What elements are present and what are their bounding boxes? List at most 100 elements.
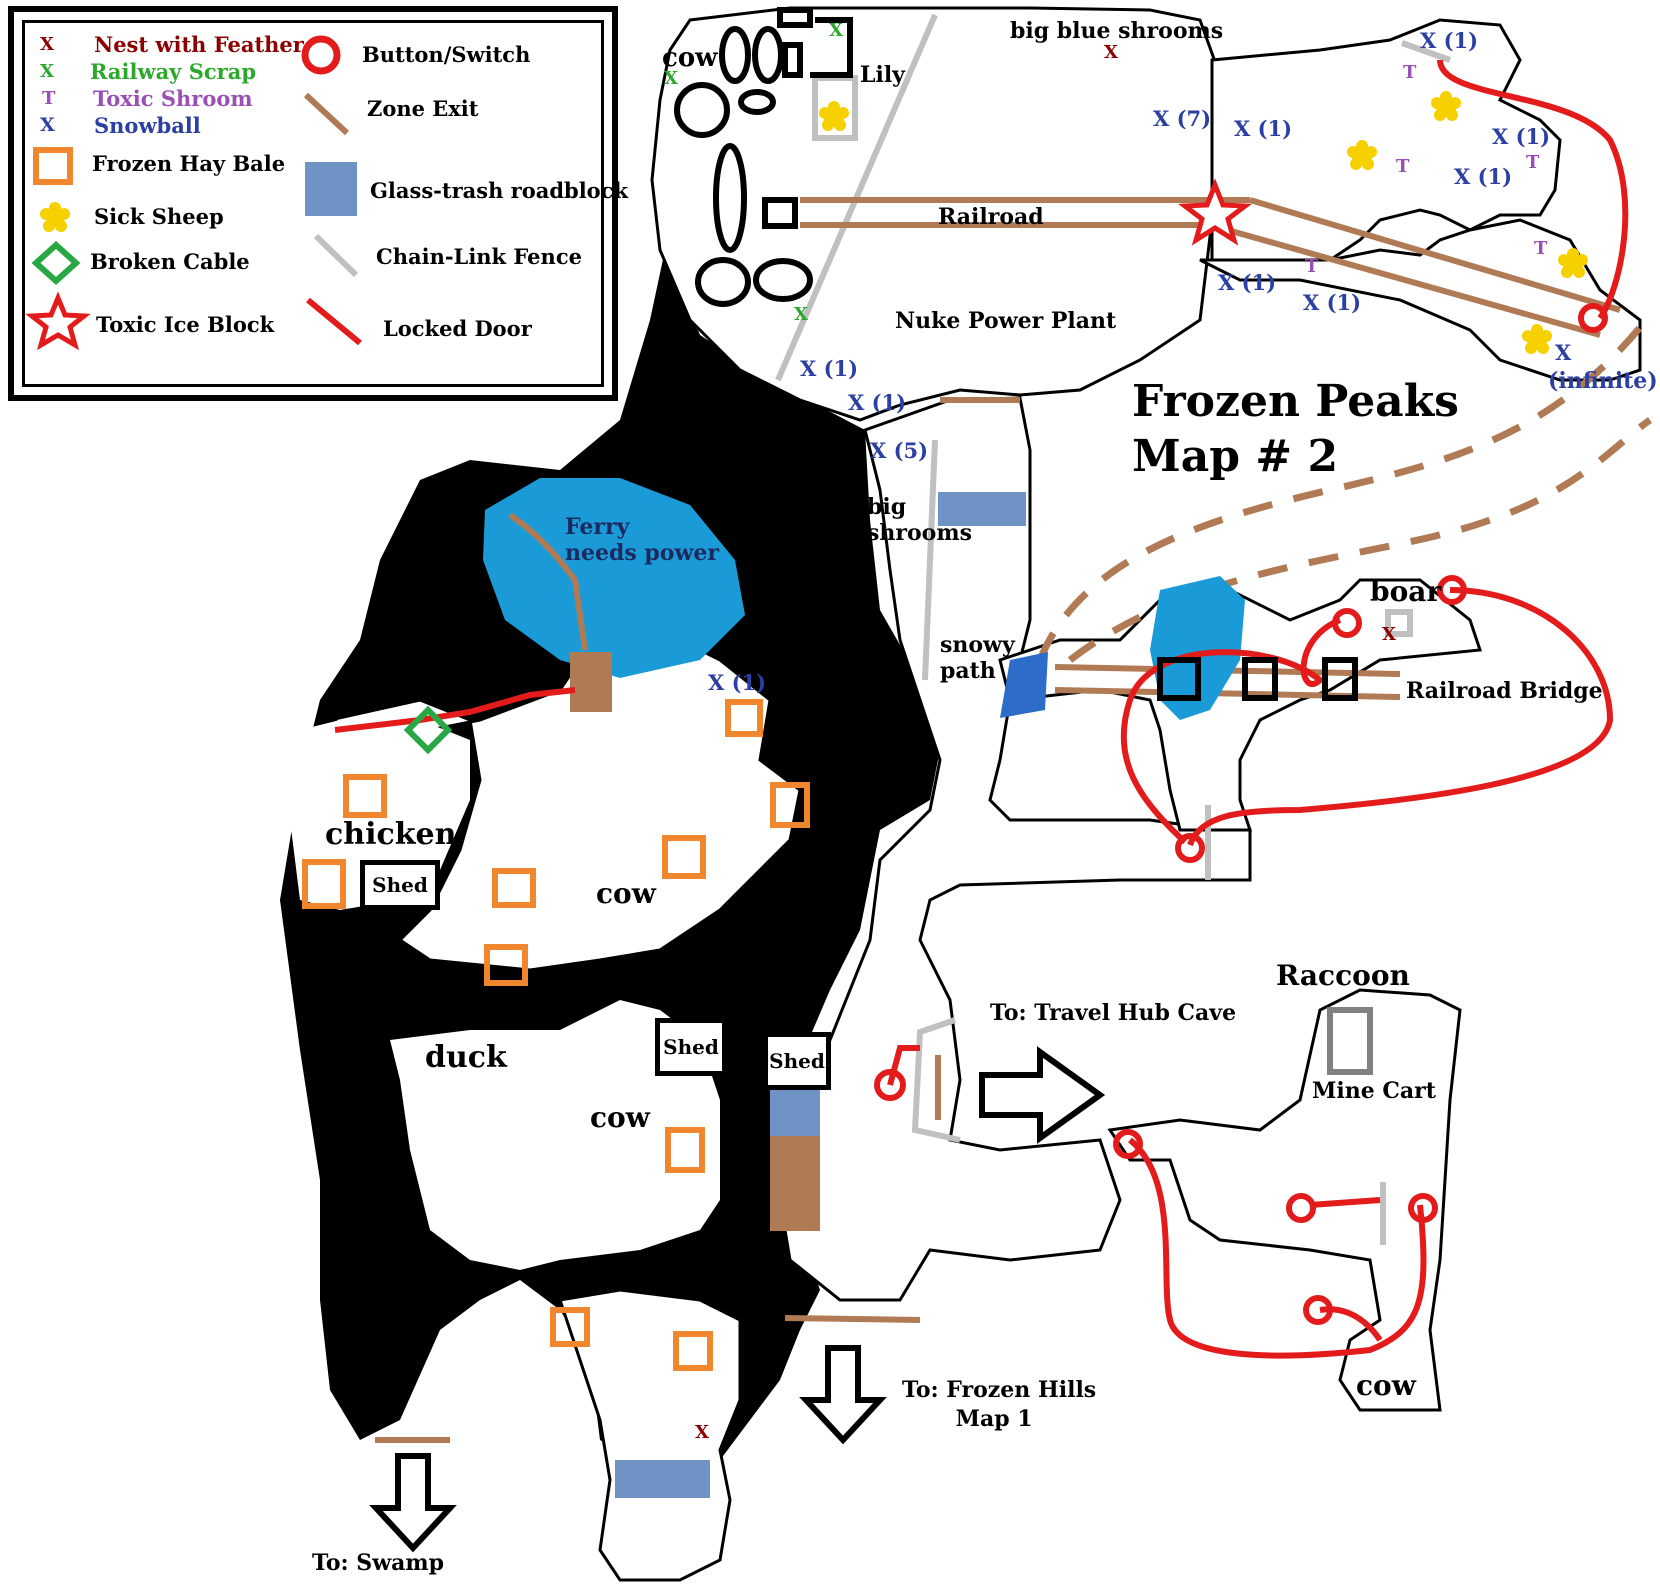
duck-area — [390, 1000, 720, 1270]
bldg-1 — [777, 7, 813, 28]
legend-exit-icon — [303, 92, 350, 136]
button-bridge-south — [1175, 833, 1205, 863]
legend-fence-icon — [313, 233, 359, 278]
door-raccoon-loop — [1128, 1137, 1427, 1359]
roadblock-snowy-path — [1000, 652, 1048, 718]
label-nuke-plant: Nuke Power Plant — [895, 308, 1117, 334]
roadblocks — [615, 492, 1048, 1498]
button-travel-hub — [874, 1069, 906, 1101]
buttons — [874, 303, 1608, 1325]
snowball-x1-d: X (1) — [1454, 164, 1513, 189]
raccoon-zone — [1107, 988, 1462, 1412]
dashed-bridge-path — [1036, 312, 1653, 662]
legend-sheep-icon — [40, 202, 70, 232]
roadblock-corridor — [938, 492, 1026, 526]
snowball-x1-f: X (1) — [1303, 290, 1362, 315]
ferry-lake — [483, 478, 745, 678]
tank-3 — [674, 82, 730, 138]
label-to-frozen-hills: To: Frozen Hills Map 1 — [902, 1377, 1097, 1432]
legend — [8, 6, 618, 401]
fence-north-east — [1400, 40, 1452, 63]
legend-shroom-label: Toxic Shroom — [93, 86, 253, 111]
button-north-east — [1578, 303, 1608, 333]
label-cow-top: cow — [662, 43, 718, 73]
door-raccoon-switch — [1309, 1197, 1381, 1208]
fence-corridor — [922, 439, 938, 681]
label-cow-bottom-right: cow — [1356, 1369, 1416, 1402]
button-raccoon-east — [1408, 1193, 1438, 1223]
hay-9 — [550, 1307, 590, 1347]
legend-scrap-label: Railway Scrap — [90, 59, 257, 84]
tank-1 — [719, 26, 751, 84]
door-bridge-loop — [1120, 617, 1342, 845]
door-ferry-cable — [334, 687, 576, 733]
exit-arrows — [369, 1046, 1106, 1553]
label-snowy-path: snowy path — [940, 632, 1015, 685]
shroom-3: T — [1526, 152, 1540, 173]
shed-east: Shed — [763, 1032, 831, 1090]
scrap-lily: X — [829, 20, 843, 41]
label-big-shrooms: big shrooms — [867, 494, 972, 547]
scrap-west: X — [664, 68, 678, 89]
legend-cable-label: Broken Cable — [90, 249, 250, 274]
bldg-railroad-end — [762, 197, 798, 229]
button-boar-left — [1332, 608, 1362, 638]
toxic-ice-star — [1178, 178, 1252, 246]
legend-door-label: Locked Door — [383, 316, 532, 341]
label-to-travel-hub: To: Travel Hub Cave — [990, 1000, 1237, 1026]
legend-door-icon — [306, 297, 362, 346]
arrow-frozen-hills — [799, 1345, 887, 1445]
nuke-plant-area — [650, 6, 1220, 422]
arrow-swamp — [369, 1453, 457, 1553]
nest-south: X — [695, 1422, 709, 1443]
roadblock-south — [615, 1460, 710, 1498]
legend-ice-label: Toxic Ice Block — [96, 312, 275, 337]
mine-cart-box — [1327, 1007, 1373, 1075]
snowball-x1-g: X (1) — [800, 356, 859, 381]
shed-center: Shed — [655, 1018, 727, 1076]
label-railroad-bridge: Railroad Bridge — [1406, 678, 1603, 704]
snowball-x1-i: X (1) — [708, 670, 767, 695]
hay-3 — [492, 868, 536, 908]
snowball-x5: X (5) — [870, 438, 929, 463]
label-lily: Lily — [860, 62, 905, 88]
legend-snowball-mark: X — [40, 114, 55, 136]
sheep-ne-2 — [1347, 140, 1377, 170]
button-raccoon-mid — [1286, 1193, 1316, 1223]
arrow-travel-hub — [979, 1046, 1106, 1144]
tank-2 — [752, 26, 784, 84]
snowball-x1-a: X (1) — [1234, 116, 1293, 141]
snowball-x1-b: X (1) — [1420, 28, 1479, 53]
legend-inner-border — [22, 20, 604, 387]
button-raccoon-south — [1303, 1295, 1333, 1325]
hay-4 — [484, 944, 528, 986]
label-to-swamp: To: Swamp — [312, 1550, 445, 1576]
label-mine-cart: Mine Cart — [1312, 1078, 1436, 1104]
shed-chicken: Shed — [360, 860, 440, 910]
legend-scrap-mark: X — [40, 61, 54, 82]
snowball-x1-c: X (1) — [1492, 124, 1551, 149]
legend-hay-icon — [33, 147, 73, 185]
ferry-dock — [570, 652, 612, 712]
label-big-blue-shrooms: big blue shrooms — [1010, 18, 1224, 44]
legend-button-label: Button/Switch — [362, 42, 531, 67]
nest-big-blue-shrooms: X — [1104, 42, 1118, 63]
hay-5 — [725, 699, 763, 737]
map-title-line1: Frozen Peaks — [1132, 376, 1459, 427]
north-east-annex — [1210, 18, 1562, 272]
map-title-line2: Map # 2 — [1132, 431, 1339, 482]
sick-sheep — [819, 91, 1588, 354]
legend-button-icon — [301, 35, 341, 75]
door-boar-loop — [1187, 587, 1614, 847]
shroom-2: T — [1396, 156, 1410, 177]
label-ferry: Ferry needs power — [565, 514, 719, 567]
bridge-pillar-2 — [1242, 657, 1278, 701]
sheep-ne-3 — [1558, 248, 1588, 278]
label-chicken: chicken — [325, 817, 457, 852]
legend-sheep-label: Sick Sheep — [94, 204, 224, 229]
nest-boar: X — [1382, 624, 1396, 645]
hay-bales — [302, 699, 810, 1371]
zone-exits — [375, 397, 1020, 1443]
railroad-east-bottom — [1209, 222, 1601, 338]
snowball-x7: X (7) — [1153, 106, 1212, 131]
